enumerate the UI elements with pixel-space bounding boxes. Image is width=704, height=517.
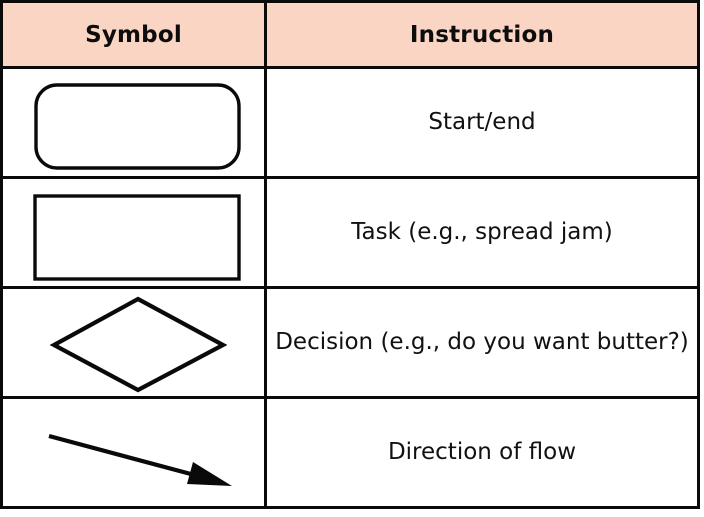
symbol-cell-task xyxy=(0,176,267,289)
column-header-symbol: Symbol xyxy=(0,0,267,69)
table-row: Decision (e.g., do you want butter?) xyxy=(0,286,700,399)
table-row: Start/end xyxy=(0,66,700,179)
instruction-cell: Direction of flow xyxy=(264,396,700,509)
rounded-rectangle-shape xyxy=(33,82,241,170)
table-header-row: Symbol Instruction xyxy=(0,0,700,69)
flowchart-symbol-key-table: Symbol Instruction Start/end Task (e.g.,… xyxy=(0,0,700,509)
table-row: Task (e.g., spread jam) xyxy=(0,176,700,289)
rectangle-shape xyxy=(32,193,241,281)
instruction-cell: Task (e.g., spread jam) xyxy=(264,176,700,289)
diamond-shape xyxy=(49,296,227,392)
symbol-cell-start-end xyxy=(0,66,267,179)
table-row: Direction of flow xyxy=(0,396,700,509)
instruction-cell: Decision (e.g., do you want butter?) xyxy=(264,286,700,399)
symbol-cell-decision xyxy=(0,286,267,399)
symbol-cell-flow xyxy=(0,396,267,509)
instruction-cell: Start/end xyxy=(264,66,700,179)
column-header-instruction: Instruction xyxy=(264,0,700,69)
arrow-shape xyxy=(47,433,232,486)
